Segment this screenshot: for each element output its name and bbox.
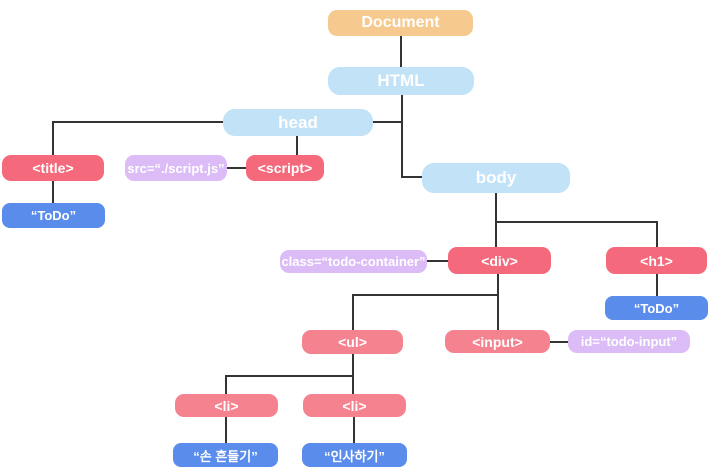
node-li1-tag: <li>: [175, 394, 278, 417]
node-html: HTML: [328, 67, 474, 95]
edge-h1-text: [656, 274, 658, 297]
node-li1-value: “손 흔들기”: [173, 443, 278, 467]
edge-head-right-rail: [373, 121, 403, 123]
node-div-tag: <div>: [448, 247, 551, 274]
edge-src-script: [227, 167, 246, 169]
edge-div-rail: [352, 294, 499, 296]
node-title-value: “ToDo”: [2, 203, 105, 228]
edge-ul-li2: [352, 354, 354, 395]
node-h1-value: “ToDo”: [605, 296, 708, 320]
edge-head-left-rail: [52, 121, 223, 123]
node-id-attribute: id=“todo-input”: [568, 330, 690, 353]
edge-ul-rail: [225, 375, 354, 377]
edge-div-input: [497, 274, 499, 331]
node-title-tag: <title>: [2, 155, 104, 181]
node-head: head: [223, 109, 373, 136]
edge-drop-title: [52, 121, 54, 155]
edge-title-text: [52, 181, 54, 203]
edge-html-trunk: [401, 95, 403, 178]
edge-head-script: [296, 136, 298, 155]
edge-body-rail: [495, 221, 658, 223]
node-li2-tag: <li>: [303, 394, 406, 417]
edge-drop-ul: [352, 294, 354, 330]
node-input-tag: <input>: [445, 330, 550, 353]
edge-li1-text: [225, 417, 227, 444]
edge-drop-li1: [225, 375, 227, 395]
node-document: Document: [328, 10, 473, 36]
edge-drop-h1: [656, 221, 658, 247]
node-class-attribute: class=“todo-container”: [280, 250, 427, 273]
node-ul-tag: <ul>: [302, 330, 403, 354]
edge-li2-text: [353, 417, 355, 444]
node-script-tag: <script>: [246, 155, 324, 181]
node-body: body: [422, 163, 570, 193]
node-h1-tag: <h1>: [606, 247, 707, 274]
node-li2-value: “인사하기”: [302, 443, 407, 467]
edge-class-div: [427, 260, 448, 262]
edge-body-div: [495, 193, 497, 247]
edge-html-body: [401, 176, 422, 178]
node-src-attribute: src=“./script.js”: [125, 155, 227, 181]
edge-input-id: [550, 341, 568, 343]
edge-document-html: [400, 36, 402, 67]
